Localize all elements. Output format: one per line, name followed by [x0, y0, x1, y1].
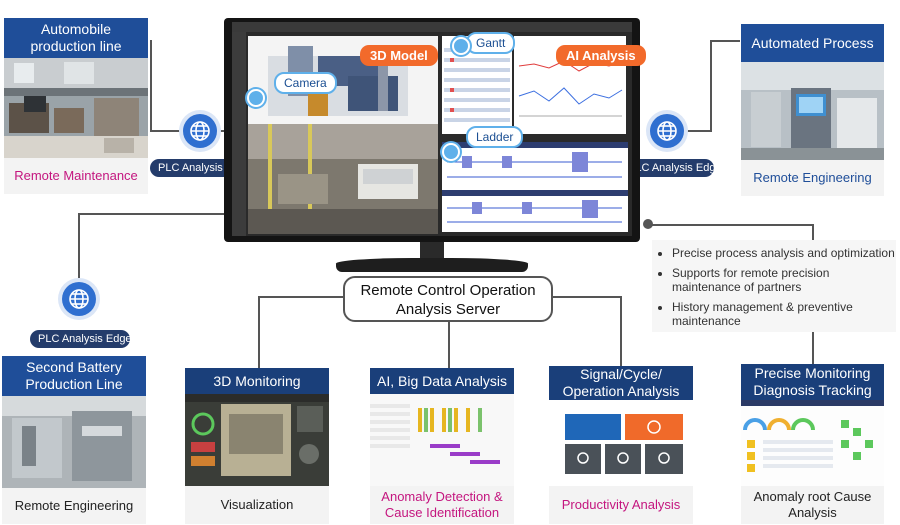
callout-dot	[442, 143, 460, 161]
connector-line	[150, 130, 185, 132]
analysis-server-line2: Analysis Server	[395, 301, 501, 318]
connector-line	[78, 213, 80, 278]
module-title-text: Signal/Cycle/ Operation Analysis	[562, 366, 680, 399]
tag-camera: Camera	[274, 72, 337, 94]
callout-dot	[452, 37, 470, 55]
automobile-line-photo	[4, 58, 148, 158]
connector-line	[710, 40, 740, 42]
tag-ai-analysis-text: AI Analysis	[566, 48, 636, 63]
automated-process-photo	[741, 62, 884, 160]
automobile-line-caption: Remote Maintenance	[4, 158, 148, 194]
benefit-item: Supports for remote precision maintenanc…	[672, 266, 896, 294]
analysis-server-line1: Remote Control Operation	[360, 282, 536, 299]
module-title-text: 3D Monitoring	[213, 372, 301, 389]
module-signal-cycle-title: Signal/Cycle/ Operation Analysis	[549, 366, 693, 400]
connector-line	[150, 40, 152, 130]
tag-ai-analysis: AI Analysis	[556, 45, 646, 66]
screen-toolbar	[232, 22, 632, 32]
benefit-item: Precise process analysis and optimizatio…	[672, 246, 896, 260]
automated-process-title-text: Automated Process	[751, 34, 874, 51]
tag-ladder: Ladder	[466, 126, 524, 148]
callout-dot	[247, 89, 265, 107]
connector-line	[78, 213, 248, 215]
automobile-line-title: Automobile production line	[4, 18, 148, 58]
tag-3d-model: 3D Model	[360, 45, 438, 66]
automated-process-title: Automated Process	[741, 24, 884, 62]
module-precise-monitoring-image	[741, 400, 884, 486]
globe-icon	[183, 114, 217, 148]
monitor-base	[336, 258, 528, 272]
module-signal-cycle-image	[549, 400, 693, 486]
remote-engineering-label: Remote Engineering	[14, 498, 134, 513]
tag-ladder-text: Ladder	[476, 130, 514, 144]
battery-line-caption: Remote Engineering	[2, 488, 146, 524]
module-precise-monitoring-caption: Anomaly root Cause Analysis	[741, 486, 884, 524]
monitor-neck	[420, 242, 444, 260]
remote-engineering-label: Remote Engineering	[753, 170, 872, 185]
connector-line	[710, 40, 712, 132]
battery-line-title-text: Second Battery Production Line	[25, 359, 123, 392]
module-ai-big-data-image	[370, 394, 514, 486]
tag-camera-text: Camera	[284, 76, 327, 90]
connector-line	[620, 296, 622, 368]
ladder-panel	[442, 142, 628, 232]
battery-line-title: Second Battery Production Line	[2, 356, 146, 396]
module-title-text: AI, Big Data Analysis	[377, 372, 507, 389]
plc-analysis-edge-label: PLC Analysis Edge	[620, 159, 722, 177]
module-precise-monitoring-title: Precise Monitoring Diagnosis Tracking	[741, 364, 884, 400]
connector-dot	[643, 219, 653, 229]
tag-3d-model-text: 3D Model	[370, 48, 428, 63]
camera-panel	[248, 124, 438, 234]
plc-analysis-edge-text: PLC Analysis Edge	[628, 162, 722, 174]
globe-icon	[62, 282, 96, 316]
remote-maintenance-label: Remote Maintenance	[14, 168, 138, 183]
analysis-server-box: Remote Control Operation Analysis Server	[343, 276, 553, 322]
tag-gantt: Gantt	[466, 32, 516, 54]
benefits-panel: Precise process analysis and optimizatio…	[652, 240, 896, 332]
connector-line	[258, 296, 260, 368]
automobile-line-title-text: Automobile production line	[30, 21, 122, 54]
module-caption-text: Visualization	[220, 497, 294, 512]
benefit-item: History management & preventive maintena…	[672, 300, 896, 328]
module-caption-text: Anomaly Detection & Cause Identification	[381, 489, 503, 520]
screen-sidebar	[232, 32, 246, 236]
connector-line	[685, 130, 710, 132]
connector-line	[258, 296, 344, 298]
module-3d-monitoring-image	[185, 394, 329, 486]
plc-analysis-edge-text: PLC Analysis Edge	[38, 333, 132, 345]
module-signal-cycle-caption: Productivity Analysis	[549, 486, 693, 524]
globe-icon	[650, 114, 684, 148]
monitor-screen	[232, 22, 632, 236]
automated-process-caption: Remote Engineering	[741, 160, 884, 196]
module-3d-monitoring-title: 3D Monitoring	[185, 368, 329, 394]
module-ai-big-data-title: AI, Big Data Analysis	[370, 368, 514, 394]
connector-line	[448, 322, 450, 368]
module-title-text: Precise Monitoring Diagnosis Tracking	[753, 365, 872, 398]
module-caption-text: Productivity Analysis	[561, 497, 681, 512]
battery-line-photo	[2, 396, 146, 488]
plc-analysis-edge-label: PLC Analysis Edge	[30, 330, 132, 348]
connector-line	[648, 224, 814, 226]
module-caption-text: Anomaly root Cause Analysis	[753, 489, 872, 520]
tag-gantt-text: Gantt	[476, 36, 506, 50]
connector-line	[553, 296, 621, 298]
module-ai-big-data-caption: Anomaly Detection & Cause Identification	[370, 486, 514, 524]
module-3d-monitoring-caption: Visualization	[185, 486, 329, 524]
